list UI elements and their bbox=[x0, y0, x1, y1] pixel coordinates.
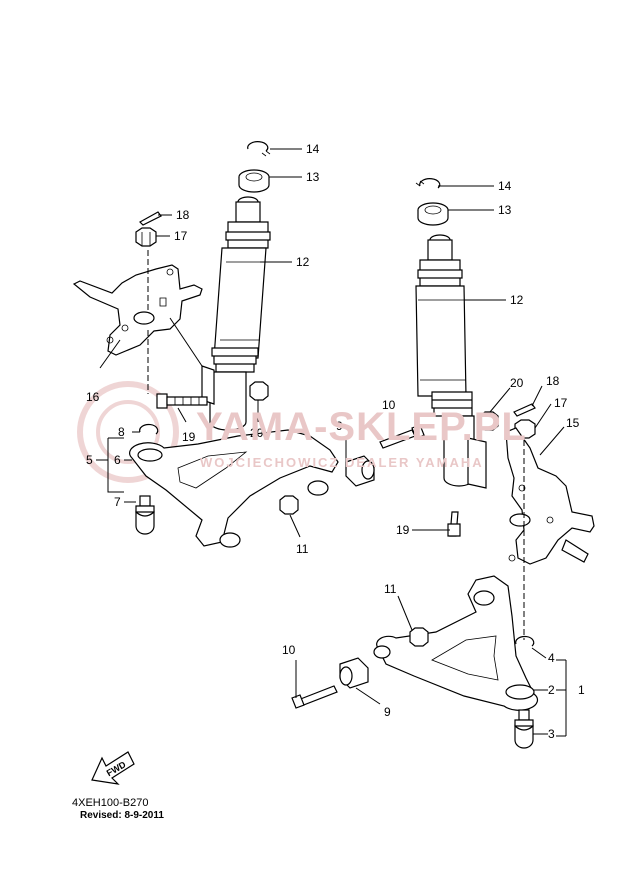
fwd-arrow-icon: FWD bbox=[91, 751, 135, 785]
callout-left-18: 18 bbox=[176, 208, 190, 222]
callout-right-1: 1 bbox=[578, 683, 585, 697]
callout-left-10: 10 bbox=[382, 398, 396, 412]
left-bolt-19 bbox=[156, 393, 208, 409]
callout-right-11: 11 bbox=[384, 582, 397, 596]
right-shock-absorber-12 bbox=[415, 234, 487, 489]
left-bushing-9 bbox=[345, 455, 375, 487]
left-lower-arm-6 bbox=[129, 429, 339, 548]
callout-right-15: 15 bbox=[566, 416, 580, 430]
callout-right-17: 17 bbox=[554, 396, 568, 410]
watermark-subtext: WOJCIECHOWICZ DEALER YAMAHA bbox=[200, 455, 484, 470]
callout-left-17: 17 bbox=[174, 229, 188, 243]
left-bushing-13 bbox=[238, 169, 270, 193]
drawing-code: 4XEH100-B270 bbox=[72, 797, 149, 809]
right-ball-joint-3 bbox=[514, 709, 534, 749]
callout-left-12: 12 bbox=[296, 255, 310, 269]
callout-left-19: 19 bbox=[182, 430, 196, 444]
left-shock-absorber-12 bbox=[201, 196, 271, 431]
callout-left-7: 7 bbox=[114, 495, 121, 509]
left-knuckle-16 bbox=[72, 264, 203, 356]
right-cotter-pin-18 bbox=[513, 403, 536, 417]
callout-right-13: 13 bbox=[498, 203, 512, 217]
callout-right-3: 3 bbox=[548, 727, 555, 741]
left-circlip-8 bbox=[139, 423, 159, 435]
right-circlip-14 bbox=[415, 178, 441, 189]
callout-right-10: 10 bbox=[282, 643, 296, 657]
right-bushing-13 bbox=[417, 202, 449, 226]
callout-right-9: 9 bbox=[384, 705, 391, 719]
callout-left-20: 20 bbox=[250, 426, 264, 440]
right-nut-11 bbox=[409, 627, 429, 647]
callout-left-14: 14 bbox=[306, 142, 320, 156]
left-nut-17 bbox=[135, 227, 157, 247]
right-bushing-9 bbox=[339, 657, 369, 689]
right-knuckle-15 bbox=[505, 427, 595, 565]
left-bolt-10 bbox=[379, 424, 425, 449]
callout-left-13: 13 bbox=[306, 170, 320, 184]
right-leader-lines bbox=[295, 185, 567, 737]
right-bolt-19 bbox=[447, 511, 461, 537]
callout-right-4: 4 bbox=[548, 651, 555, 665]
callout-right-18: 18 bbox=[546, 374, 560, 388]
left-circlip-14 bbox=[247, 141, 271, 157]
callout-right-12: 12 bbox=[510, 293, 524, 307]
left-nut-20 bbox=[249, 381, 269, 401]
callout-right-14: 14 bbox=[498, 179, 512, 193]
left-nut-11 bbox=[279, 495, 299, 515]
left-cotter-pin-18 bbox=[139, 211, 162, 226]
callout-left-6: 6 bbox=[114, 453, 121, 467]
right-nut-20 bbox=[479, 411, 499, 431]
callout-left-11: 11 bbox=[296, 542, 309, 556]
left-ball-joint-7 bbox=[135, 495, 155, 535]
left-leader-lines bbox=[96, 148, 393, 538]
callout-right-20: 20 bbox=[510, 376, 524, 390]
callout-left-8: 8 bbox=[118, 425, 125, 439]
right-bolt-10 bbox=[291, 685, 338, 709]
watermark-text: YAMA-SKLEP.PL bbox=[196, 405, 527, 449]
callout-right-2: 2 bbox=[548, 683, 555, 697]
callout-left-16: 16 bbox=[86, 390, 100, 404]
callout-left-9: 9 bbox=[336, 419, 343, 433]
callout-left-5: 5 bbox=[86, 453, 93, 467]
revision-date: Revised: 8-9-2011 bbox=[80, 810, 164, 821]
right-lower-arm-2 bbox=[373, 575, 539, 711]
callout-right-19: 19 bbox=[396, 523, 410, 537]
right-circlip-4 bbox=[515, 635, 535, 647]
